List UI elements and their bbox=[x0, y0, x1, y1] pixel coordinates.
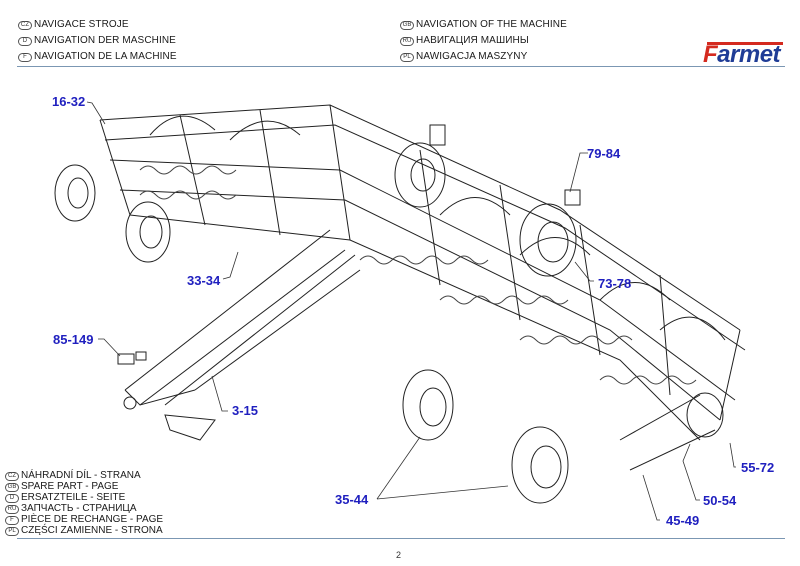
lang-badge-cz: CZ bbox=[5, 472, 19, 481]
lang-badge-d: D bbox=[5, 494, 19, 503]
callout-35-44[interactable]: 35-44 bbox=[335, 492, 369, 507]
leader-lines bbox=[86, 101, 736, 521]
page-number: 2 bbox=[396, 550, 402, 560]
lang-badge-f: F bbox=[18, 53, 32, 62]
lang-badge-f: F bbox=[5, 516, 19, 525]
logo-bar bbox=[707, 42, 783, 45]
legend-text: NÁHRADNÍ DÍL - STRANA bbox=[21, 470, 141, 481]
callout-33-34[interactable]: 33-34 bbox=[187, 273, 221, 288]
logo-text: Farmet bbox=[703, 41, 781, 69]
header-text: NAVIGATION OF THE MACHINE bbox=[416, 19, 567, 30]
header-text: NAVIGATION DE LA MACHINE bbox=[34, 51, 177, 62]
lang-badge-gb: GB bbox=[5, 483, 19, 492]
lang-badge-gb: GB bbox=[400, 21, 414, 30]
footer-divider bbox=[17, 538, 785, 539]
lang-badge-cz: CZ bbox=[18, 21, 32, 30]
logo-initial: F bbox=[703, 41, 718, 68]
header-text: NAVIGATION DER MASCHINE bbox=[34, 35, 176, 46]
logo-rest: armet bbox=[717, 41, 781, 68]
callout-79-84[interactable]: 79-84 bbox=[587, 146, 621, 161]
callout-16-32[interactable]: 16-32 bbox=[52, 94, 86, 109]
legend-text: ERSATZTEILE - SEITE bbox=[21, 492, 126, 503]
callout-55-72[interactable]: 55-72 bbox=[741, 460, 775, 475]
header-text: NAWIGACJA MASZYNY bbox=[416, 51, 528, 62]
callout-3-15[interactable]: 3-15 bbox=[232, 403, 259, 418]
lang-badge-d: D bbox=[18, 37, 32, 46]
legend-text: CZĘŚCI ZAMIENNE - STRONA bbox=[21, 525, 163, 536]
lang-badge-pl: PL bbox=[400, 53, 414, 62]
lang-badge-ru: RU bbox=[400, 37, 414, 46]
callout-50-54[interactable]: 50-54 bbox=[703, 493, 737, 508]
lang-badge-ru: RU bbox=[5, 505, 19, 514]
header-text: НАВИГАЦИЯ МАШИНЫ bbox=[416, 35, 529, 46]
lang-badge-pl: PL bbox=[5, 527, 19, 536]
callout-85-149[interactable]: 85-149 bbox=[53, 332, 94, 347]
farmet-logo: Farmet bbox=[703, 40, 783, 69]
legend-text: SPARE PART - PAGE bbox=[21, 481, 119, 492]
callout-73-78[interactable]: 73-78 bbox=[598, 276, 632, 291]
legend-text: PIÈCE DE RECHANGE - PAGE bbox=[21, 514, 164, 525]
header-divider bbox=[17, 66, 785, 67]
legend-text: ЗАПЧАСТЬ - СТРАНИЦА bbox=[21, 503, 137, 514]
callout-45-49[interactable]: 45-49 bbox=[666, 513, 700, 528]
header-text: NAVIGACE STROJE bbox=[34, 19, 129, 30]
